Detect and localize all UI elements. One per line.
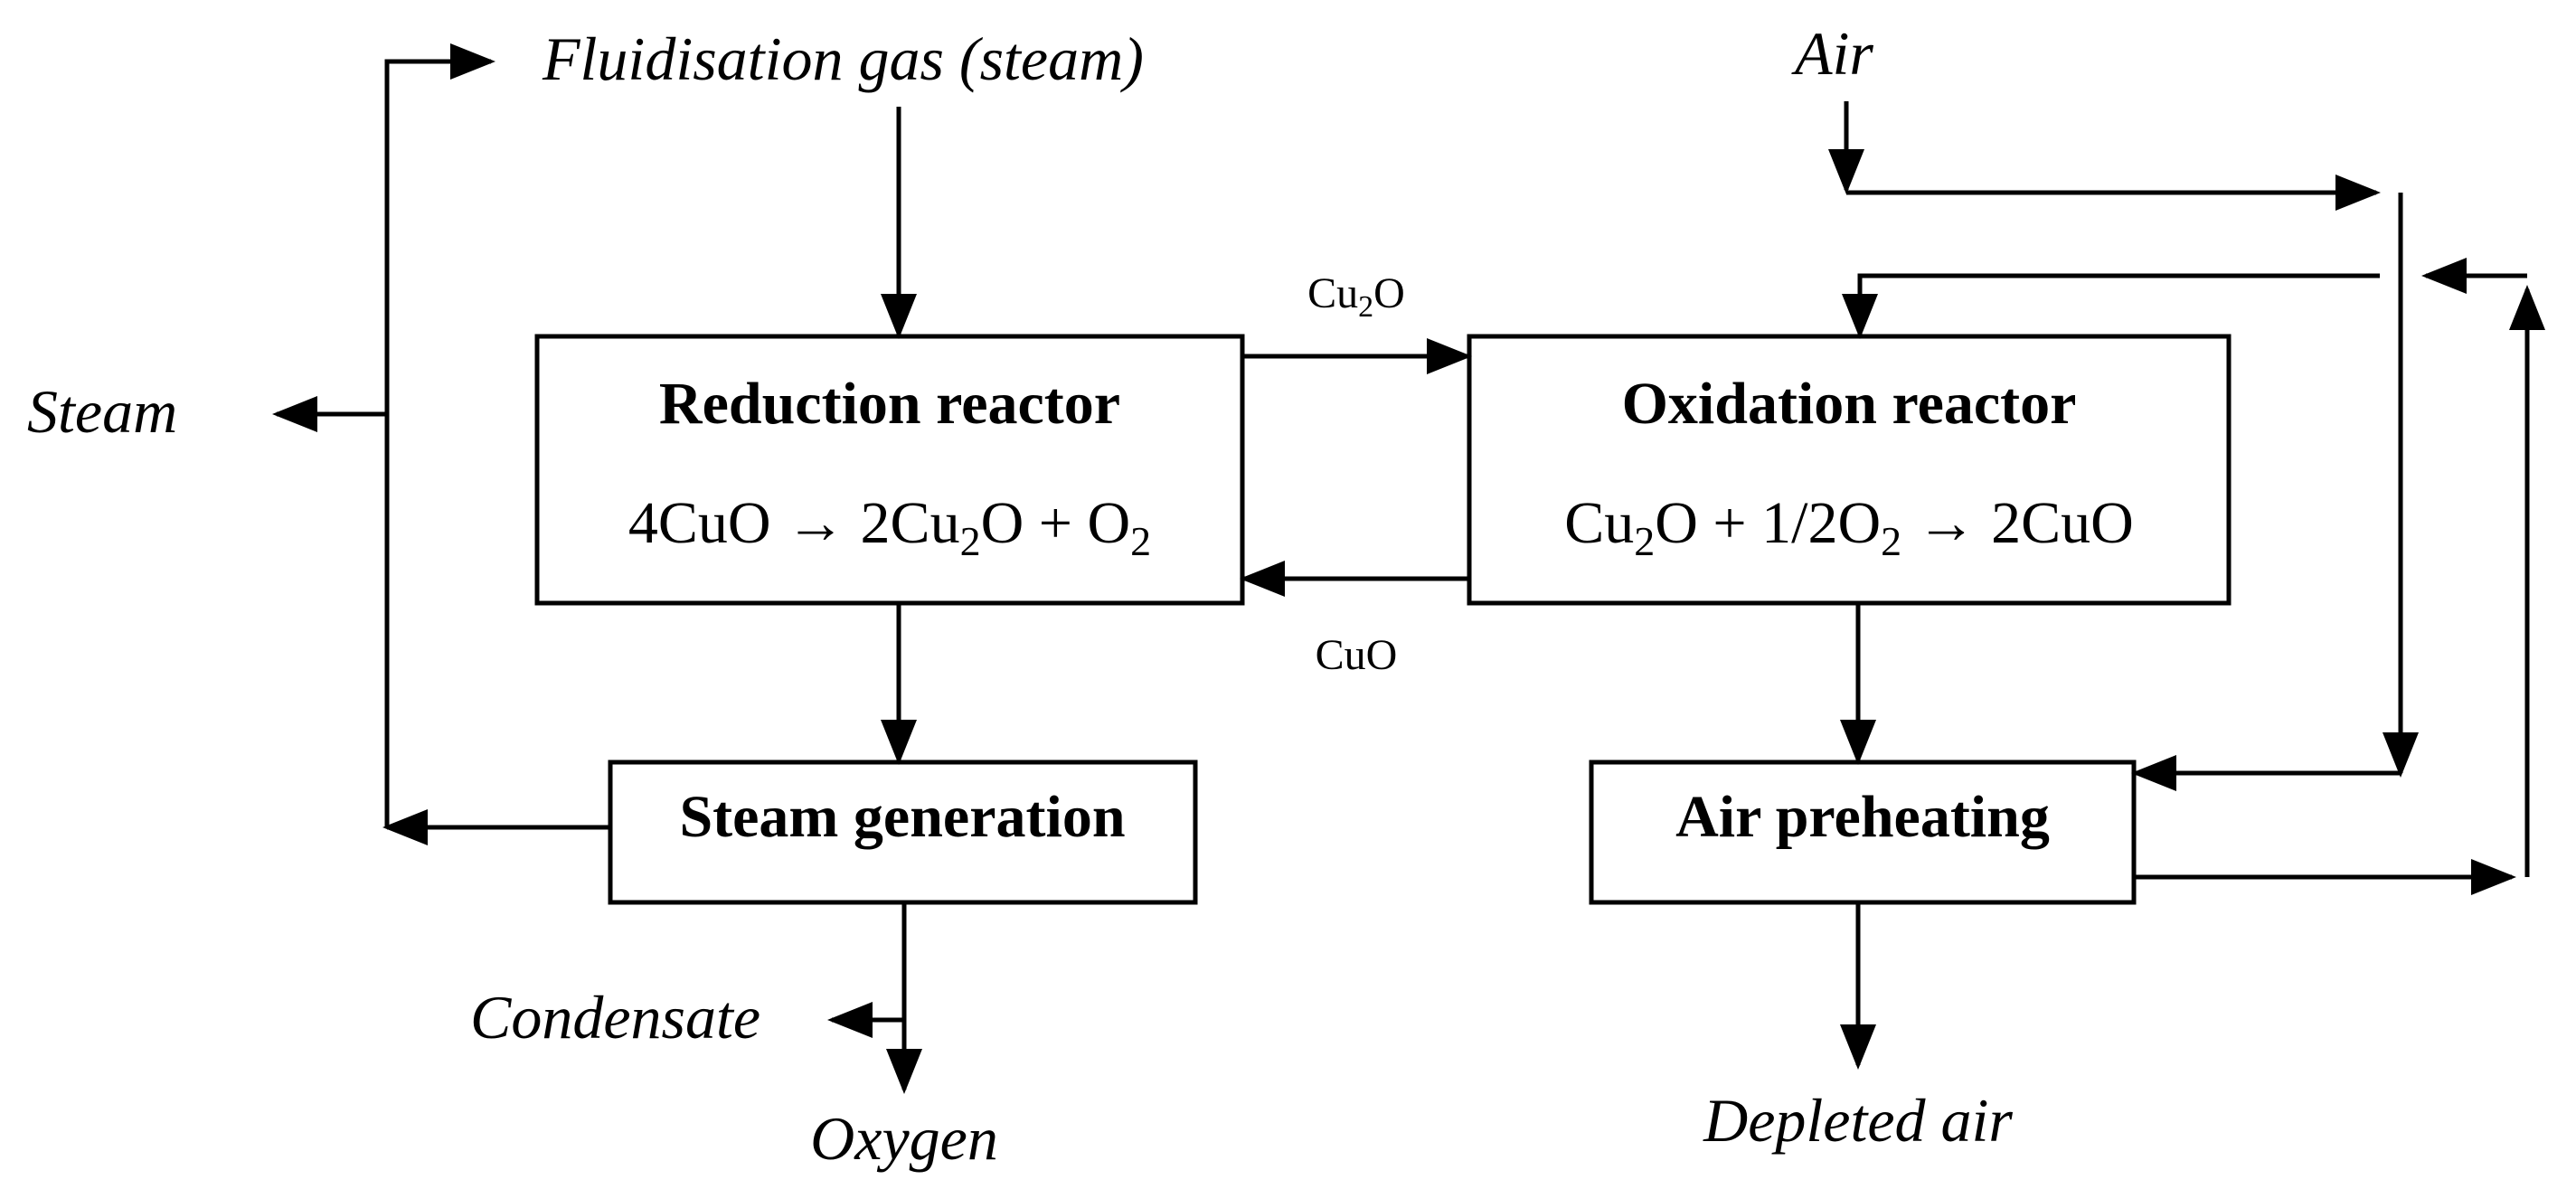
air-preheating-title: Air preheating — [1675, 784, 2050, 850]
oxidation-reactor-equation: Cu2O + 1/2O2 → 2CuO — [1564, 490, 2134, 564]
steam-recycle-arrow — [384, 43, 495, 827]
steam-generation-title: Steam generation — [679, 784, 1125, 850]
steam-label: Steam — [27, 377, 177, 446]
oxidation-reactor-box — [1467, 334, 2232, 606]
air-label: Air — [1791, 19, 1873, 88]
fluidisation-gas-label: Fluidisation gas (steam) — [542, 24, 1144, 93]
air-preheating-box — [1589, 760, 2137, 905]
cu2o-stream-label: Cu2O — [1307, 269, 1405, 324]
reduction-reactor-box — [534, 334, 1245, 606]
reduction-reactor-title: Reduction reactor — [659, 371, 1120, 437]
depleted-air-label: Depleted air — [1703, 1086, 2013, 1155]
preheated-air-to-oxidation-arrow — [1842, 273, 2380, 339]
cuo-stream-label: CuO — [1316, 631, 1398, 679]
oxygen-label: Oxygen — [810, 1104, 998, 1173]
condensate-label: Condensate — [470, 983, 760, 1052]
oxidation-reactor-title: Oxidation reactor — [1622, 371, 2077, 437]
reduction-reactor-equation: 4CuO → 2Cu2O + O2 — [628, 490, 1151, 564]
